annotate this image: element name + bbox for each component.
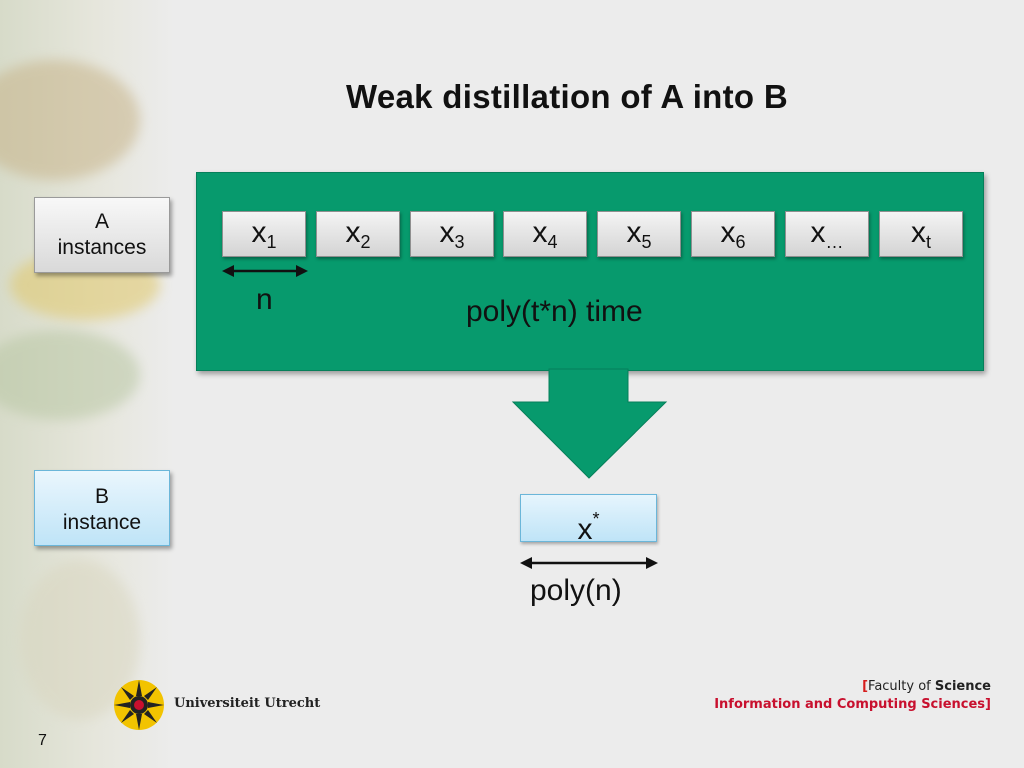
input-instance-box: x3 bbox=[410, 211, 494, 257]
time-bound-label: poly(t*n) time bbox=[466, 295, 643, 328]
input-index: 2 bbox=[360, 232, 371, 252]
input-instance-box: xt bbox=[879, 211, 963, 257]
input-var: x bbox=[810, 216, 826, 249]
faculty-name: Science bbox=[934, 679, 991, 694]
input-var: x bbox=[720, 216, 736, 249]
department-name: Information and Computing Sciences] bbox=[714, 697, 991, 712]
input-instance-box: x2 bbox=[316, 211, 400, 257]
input-var: x bbox=[910, 216, 926, 249]
input-size-label: n bbox=[256, 283, 273, 316]
faculty-prefix: Faculty of bbox=[868, 679, 935, 694]
input-var: x bbox=[439, 216, 455, 249]
distillation-panel bbox=[196, 172, 984, 371]
output-size-label: poly(n) bbox=[530, 574, 622, 607]
input-instance-box: x4 bbox=[503, 211, 587, 257]
input-instance-box: x… bbox=[785, 211, 869, 257]
input-size-double-arrow-icon bbox=[222, 265, 308, 277]
input-index: 3 bbox=[454, 232, 465, 252]
input-index: 4 bbox=[547, 232, 558, 252]
input-instance-box: x5 bbox=[597, 211, 681, 257]
input-var: x bbox=[251, 216, 267, 249]
input-index: 1 bbox=[266, 232, 277, 252]
input-instance-box: x6 bbox=[691, 211, 775, 257]
a-instances-label-line2: instances bbox=[57, 236, 147, 259]
output-var: x bbox=[577, 513, 593, 546]
a-instances-label-line1: A bbox=[94, 210, 109, 233]
b-instance-label: B instance bbox=[34, 470, 170, 546]
slide-title: Weak distillation of A into B bbox=[346, 78, 788, 115]
page-number: 7 bbox=[38, 732, 47, 749]
input-var: x bbox=[626, 216, 642, 249]
input-index: 5 bbox=[641, 232, 652, 252]
output-instance-box: x* bbox=[520, 494, 657, 546]
output-size-double-arrow-icon bbox=[520, 557, 658, 569]
b-instance-label-line1: B bbox=[94, 485, 109, 508]
faculty-text: [Faculty of Science Information and Comp… bbox=[714, 678, 991, 714]
input-instance-box: x1 bbox=[222, 211, 306, 257]
a-instances-label: A instances bbox=[34, 197, 170, 273]
input-index: … bbox=[825, 232, 844, 252]
distillation-down-arrow-icon bbox=[511, 368, 668, 479]
faculty-line: [Faculty of Science bbox=[714, 678, 991, 696]
decorative-background-strip bbox=[0, 0, 175, 768]
faculty-bracket: [ bbox=[862, 679, 869, 694]
input-var: x bbox=[345, 216, 361, 249]
input-index: t bbox=[925, 232, 931, 252]
b-instance-label-line2: instance bbox=[62, 511, 142, 534]
output-superscript: * bbox=[592, 509, 600, 529]
input-index: 6 bbox=[735, 232, 746, 252]
university-sun-logo-icon bbox=[114, 680, 164, 730]
input-var: x bbox=[532, 216, 548, 249]
university-name: Universiteit Utrecht bbox=[174, 696, 321, 711]
